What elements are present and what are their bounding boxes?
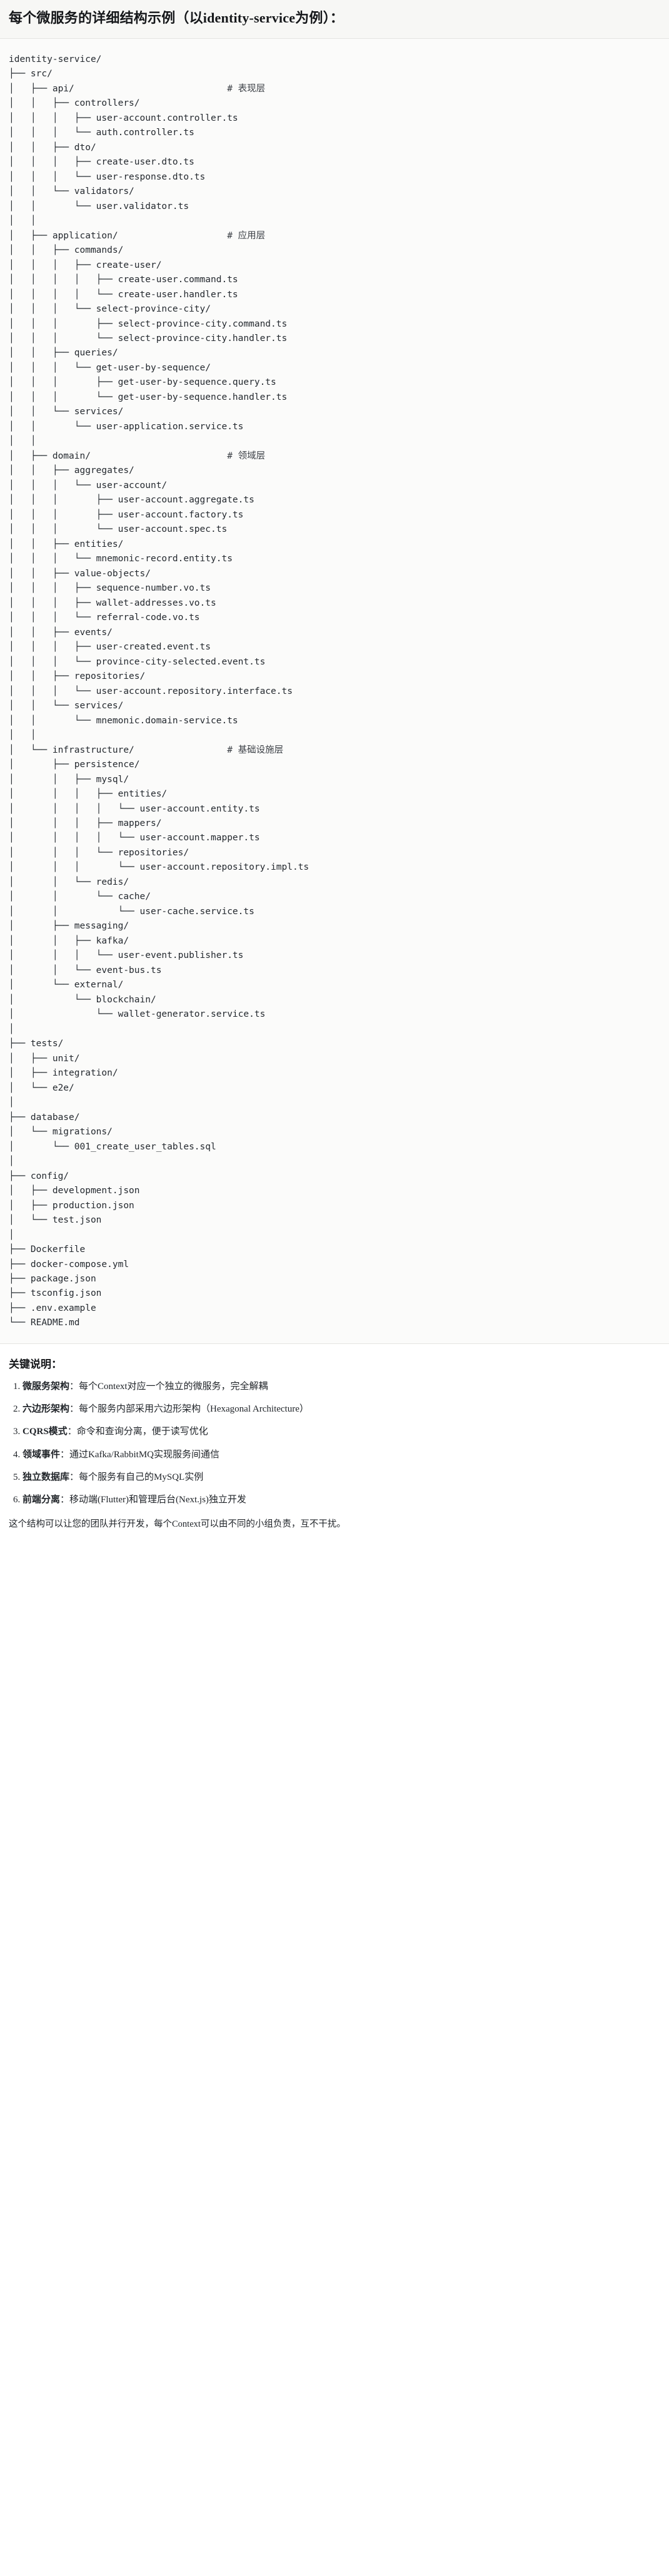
directory-tree: identity-service/ ├── src/ │ ├── api/ # … [9,54,309,1328]
key-notes-heading: 关键说明： [9,1358,62,1370]
key-note-term: 六边形架构 [23,1404,70,1415]
key-note-desc: ：每个服务内部采用六边形架构（Hexagonal Architecture） [69,1404,309,1415]
key-note-item: CQRS模式：命令和查询分离，便于读写优化 [23,1425,660,1439]
key-note-item: 前端分离：移动端(Flutter)和管理后台(Next.js)独立开发 [23,1493,660,1507]
page-root: 每个微服务的详细结构示例（以identity-service为例）： ident… [0,0,669,1542]
key-note-item: 独立数据库：每个服务有自己的MySQL实例 [23,1470,660,1485]
key-notes-block: 关键说明： 微服务架构：每个Context对应一个独立的微服务，完全解耦六边形架… [0,1343,669,1542]
closing-paragraph: 这个结构可以让您的团队并行开发，每个Context可以由不同的小组负责，互不干扰… [9,1519,346,1530]
key-note-term: 前端分离 [23,1495,61,1505]
key-note-desc: ：移动端(Flutter)和管理后台(Next.js)独立开发 [60,1495,246,1505]
page-title: 每个微服务的详细结构示例（以identity-service为例）： [9,10,344,26]
tree-comment: # 应用层 [227,230,266,241]
key-note-item: 微服务架构：每个Context对应一个独立的微服务，完全解耦 [23,1380,660,1394]
tree-comment: # 领域层 [227,451,266,461]
tree-comment: # 表现层 [227,83,266,94]
key-notes-list: 微服务架构：每个Context对应一个独立的微服务，完全解耦六边形架构：每个服务… [9,1380,660,1508]
key-note-desc: ：每个服务有自己的MySQL实例 [69,1472,204,1482]
directory-tree-block: identity-service/ ├── src/ │ ├── api/ # … [0,38,669,1344]
title-block: 每个微服务的详细结构示例（以identity-service为例）： [0,0,669,39]
key-note-term: 独立数据库 [23,1472,70,1482]
key-note-item: 六边形架构：每个服务内部采用六边形架构（Hexagonal Architectu… [23,1402,660,1417]
key-note-term: 领域事件 [23,1449,61,1460]
tree-comment: # 基础设施层 [227,745,284,755]
key-note-desc: ：命令和查询分离，便于读写优化 [67,1427,208,1437]
key-note-term: 微服务架构 [23,1381,70,1392]
key-note-desc: ：每个Context对应一个独立的微服务，完全解耦 [69,1381,268,1392]
key-note-desc: ：通过Kafka/RabbitMQ实现服务间通信 [60,1449,219,1460]
key-note-term: CQRS模式 [23,1427,68,1437]
key-note-item: 领域事件：通过Kafka/RabbitMQ实现服务间通信 [23,1448,660,1462]
